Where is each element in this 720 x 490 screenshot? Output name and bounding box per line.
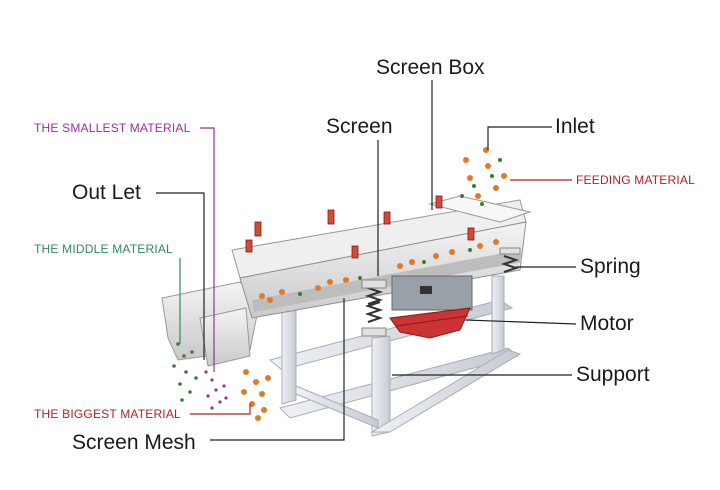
leader-inlet [487,126,552,150]
middle-material-label: THE MIDDLE MATERIAL [34,242,173,256]
screen-label: Screen [326,115,393,138]
support-label: Support [576,363,650,386]
screen-box [231,195,532,319]
feeding-material-label: FEEDING MATERIAL [576,173,695,187]
spring-label: Spring [580,255,641,278]
leader-biggest-material [190,404,251,415]
motor [389,275,473,339]
screen-box-label: Screen Box [376,56,485,79]
leader-screen-mesh [210,298,345,441]
leader-smallest-material [200,127,215,372]
inlet-label: Inlet [555,115,595,138]
smallest-material-label: THE SMALLEST MATERIAL [34,121,191,135]
motor-label: Motor [580,312,634,335]
biggest-material-label: THE BIGGEST MATERIAL [34,407,181,421]
leader-out-let [156,192,205,360]
middle-material-stream [172,342,198,402]
outlet-chute [161,281,261,367]
leader-motor [465,319,577,325]
leader-lines [156,80,577,441]
biggest-material-stream [241,369,271,421]
screen-mesh-label: Screen Mesh [72,431,196,454]
out-let-label: Out Let [72,181,141,204]
smallest-material-stream [204,370,228,410]
